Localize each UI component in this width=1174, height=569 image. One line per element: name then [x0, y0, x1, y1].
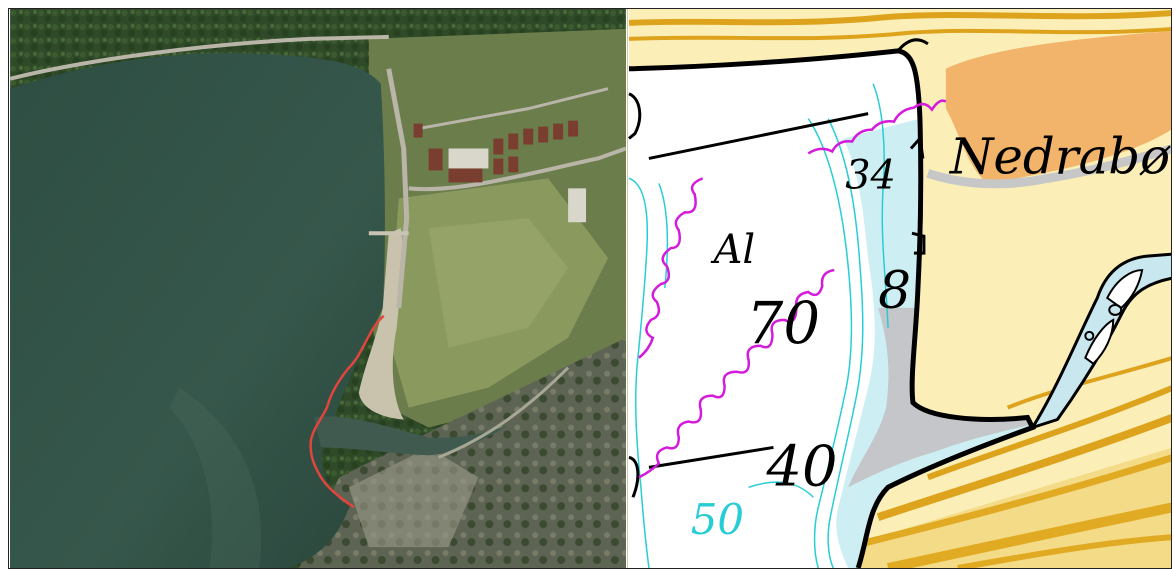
depth-label-8: 8	[878, 261, 911, 321]
map-comparison-frame: Nedrabø 34 70 8 40 50 Al	[8, 8, 1172, 569]
depth-label-70: 70	[747, 289, 821, 357]
area-label-al: Al	[710, 227, 756, 273]
road	[926, 144, 1171, 189]
coastline	[628, 48, 1037, 568]
land-contours	[628, 10, 1171, 568]
line-marker-lower	[648, 445, 774, 469]
aerial-photo-panel[interactable]	[9, 9, 627, 568]
intertidal-zone	[848, 307, 1028, 488]
depth-label-50: 50	[691, 495, 744, 544]
cable-lines	[638, 99, 947, 479]
nautical-chart-panel[interactable]: Nedrabø 34 70 8 40 50 Al	[627, 9, 1171, 568]
buildings	[413, 120, 579, 183]
depth-label-40: 40	[765, 434, 837, 499]
shoreline-marker	[309, 314, 385, 509]
nautical-chart: Nedrabø 34 70 8 40 50 Al	[628, 9, 1171, 568]
line-marker-upper	[648, 112, 869, 160]
beach	[358, 228, 404, 420]
depth-contours	[628, 83, 889, 568]
place-name-label: Nedrabø	[949, 127, 1171, 185]
aerial-photo	[9, 9, 627, 568]
settlement-area	[945, 31, 1171, 184]
lake-water	[10, 53, 385, 568]
river-delta	[314, 416, 509, 456]
depth-label-34: 34	[845, 152, 896, 198]
